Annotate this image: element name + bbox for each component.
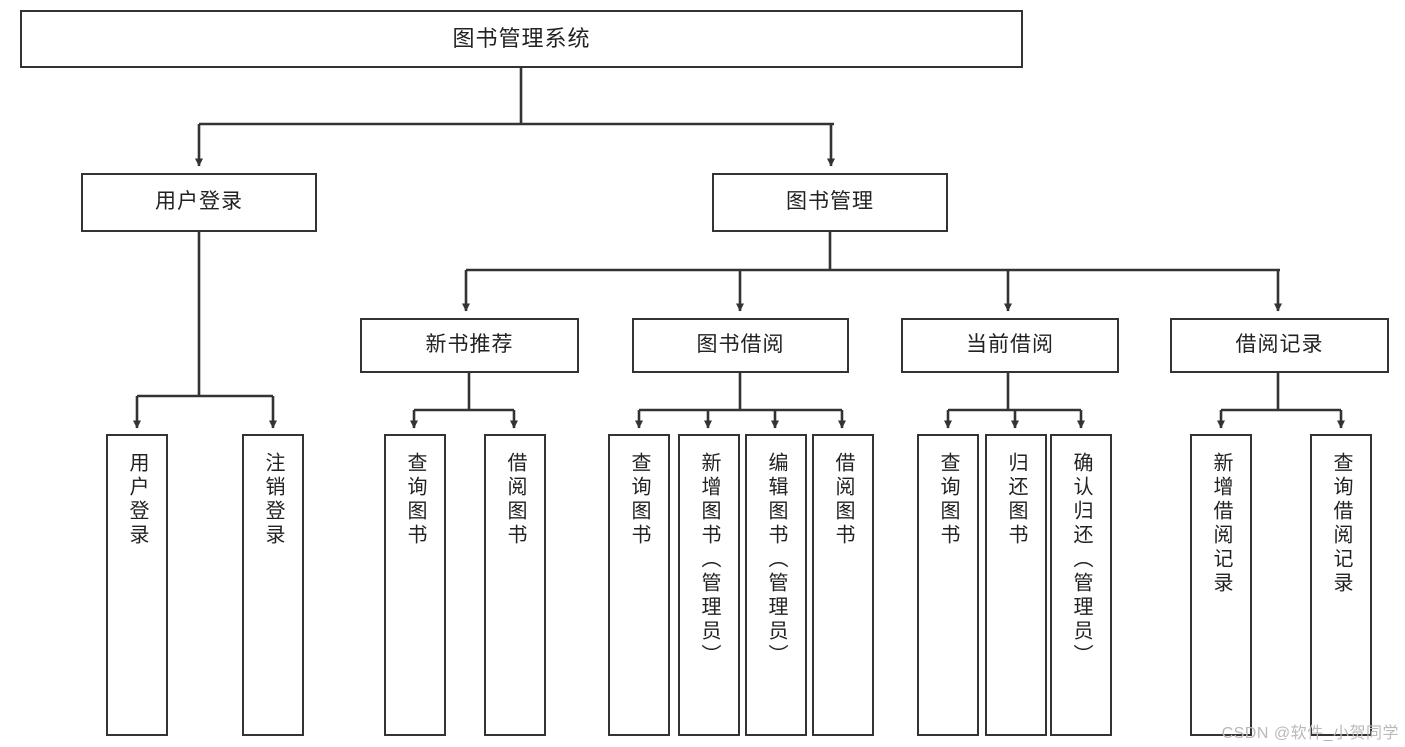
node-current-borrow-label: 当前借阅 [966, 333, 1054, 357]
node-leaf-return-book-label: 归还图书 [1005, 452, 1027, 548]
node-root-system-label: 图书管理系统 [452, 26, 591, 52]
node-user-login[interactable]: 用户登录 [81, 173, 317, 232]
node-book-manage-label: 图书管理 [786, 190, 874, 214]
node-book-borrow-label: 图书借阅 [696, 333, 785, 357]
node-book-borrow[interactable]: 图书借阅 [632, 318, 849, 373]
node-book-manage[interactable]: 图书管理 [712, 173, 948, 232]
node-leaf-confirm-return-label: 确认归还（管理员） [1070, 452, 1092, 668]
node-borrow-record[interactable]: 借阅记录 [1170, 318, 1389, 373]
node-leaf-add-record-label: 新增借阅记录 [1210, 452, 1232, 596]
node-leaf-edit-book-label: 编辑图书（管理员） [765, 452, 787, 668]
node-leaf-query-record-label: 查询借阅记录 [1330, 452, 1352, 596]
node-leaf-logout-label: 注销登录 [262, 452, 284, 548]
node-leaf-add-book-label: 新增图书（管理员） [698, 452, 720, 668]
node-leaf-query-book-bb[interactable]: 查询图书 [608, 434, 670, 736]
node-leaf-edit-book[interactable]: 编辑图书（管理员） [745, 434, 807, 736]
node-leaf-query-book-nb[interactable]: 查询图书 [384, 434, 446, 736]
node-borrow-record-label: 借阅记录 [1235, 333, 1324, 357]
node-leaf-borrow-book-bb[interactable]: 借阅图书 [812, 434, 874, 736]
node-leaf-query-book-cb-label: 查询图书 [937, 452, 959, 548]
node-current-borrow[interactable]: 当前借阅 [901, 318, 1119, 373]
node-leaf-query-record[interactable]: 查询借阅记录 [1310, 434, 1372, 736]
node-root-system[interactable]: 图书管理系统 [20, 10, 1023, 68]
node-new-book-recommend[interactable]: 新书推荐 [360, 318, 579, 373]
node-leaf-logout[interactable]: 注销登录 [242, 434, 304, 736]
node-leaf-confirm-return[interactable]: 确认归还（管理员） [1050, 434, 1112, 736]
node-leaf-query-book-nb-label: 查询图书 [404, 452, 426, 548]
node-leaf-add-record[interactable]: 新增借阅记录 [1190, 434, 1252, 736]
node-leaf-query-book-cb[interactable]: 查询图书 [917, 434, 979, 736]
node-leaf-return-book[interactable]: 归还图书 [985, 434, 1047, 736]
node-new-book-recommend-label: 新书推荐 [425, 333, 514, 357]
node-leaf-user-login[interactable]: 用户登录 [106, 434, 168, 736]
node-leaf-borrow-book-bb-label: 借阅图书 [832, 452, 854, 548]
node-leaf-user-login-label: 用户登录 [126, 452, 148, 548]
node-leaf-borrow-book-nb-label: 借阅图书 [504, 452, 526, 548]
node-leaf-query-book-bb-label: 查询图书 [628, 452, 650, 548]
node-leaf-borrow-book-nb[interactable]: 借阅图书 [484, 434, 546, 736]
node-user-login-label: 用户登录 [155, 190, 243, 214]
node-leaf-add-book[interactable]: 新增图书（管理员） [678, 434, 740, 736]
csdn-watermark: CSDN @软件_小贺同学 [1221, 725, 1399, 742]
